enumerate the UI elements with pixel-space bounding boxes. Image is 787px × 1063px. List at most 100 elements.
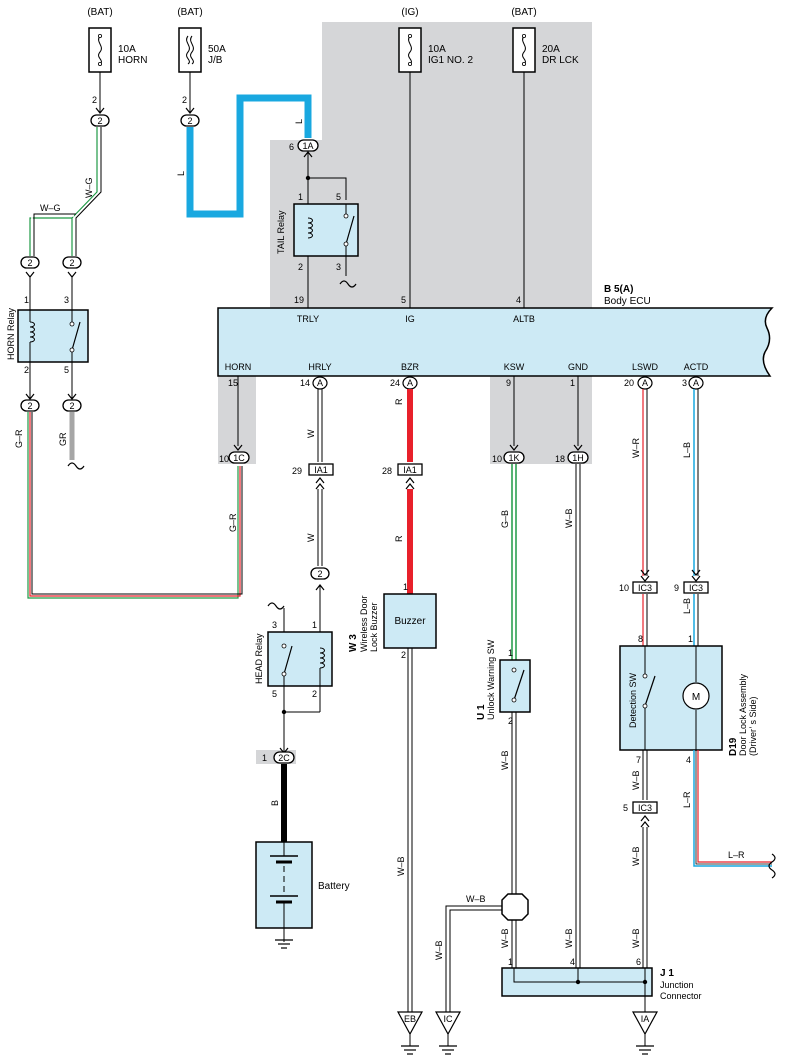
fuse-jb-rating: 50A [208,44,226,55]
pin-label: 5 [623,803,628,813]
pin-label: 7 [636,755,641,765]
unlock-warning-sw [499,659,531,713]
wire-label-l: L [176,171,186,176]
wire-g-r: G–R G–R [14,412,243,599]
wire-label-w-b: W–B [466,894,486,904]
wire-label-w-b: W–B [631,846,641,866]
fuse-jb: (BAT) 50A J/B [177,7,226,73]
wire-l-b: L–B IC3 9 L–B [674,389,709,646]
pin-label: 5 [336,192,341,202]
ecu-pin-ig: IG [405,314,415,324]
pin-label: 1 [24,295,29,305]
pin-label: 14 [300,378,310,388]
wire-label-w-b: W–B [434,940,444,960]
ecu-pin-altb: ALTB [513,314,535,324]
connector-label: IA1 [403,465,417,475]
junction-code: J 1 [660,968,674,979]
pin-label: 10 [219,454,229,464]
pin-label: 3 [272,620,277,630]
ecu-pin-hrly: HRLY [308,362,331,372]
connector-label: 2 [27,401,32,411]
pin-label: 1 [403,582,408,592]
connector-1c [228,451,250,464]
horn-relay-group: 2 2 HORN Relay 1 3 2 5 2 2 GR [6,256,89,470]
pin-label: 3 [336,262,341,272]
unlock-sw-code: U 1 [476,704,487,720]
wire-label-r: R [394,535,404,542]
wire-w-hrly: W IA1 29 W 2 [292,389,334,660]
pin-label: 28 [382,466,392,476]
ecu-pin-actd: ACTD [684,362,709,372]
wire-label-l: L [294,119,304,124]
fuse-drlck-name: DR LCK [542,55,579,66]
ecu-pin-horn: HORN [225,362,252,372]
door-lock-name: (Driver’ s Side) [748,696,758,756]
ecu-name: Body ECU [604,296,651,307]
buzzer [383,593,437,649]
wire-label-w-r: W–R [631,438,641,459]
door-lock-name: Door Lock Assembly [738,673,748,756]
wire-label-w-b: W–B [564,928,574,948]
wire-gnd: 1H 18 W–B W–B [555,376,589,968]
tail-relay [293,203,359,257]
wire-label-w-b: W–B [564,508,574,528]
pin-label: 3 [682,378,687,388]
fuse-ig1-source: (IG) [401,7,418,18]
connector-label: A [317,378,323,388]
head-relay-label: HEAD Relay [254,633,264,684]
fuse-ig1: (IG) 10A IG1 NO. 2 [398,7,473,73]
pin-label: 5 [272,689,277,699]
connector-label: A [693,378,699,388]
buzzer-group: Buzzer 1 2 W 3 Wireless Door Lock Buzzer… [348,582,437,1055]
fuse-drlck-rating: 20A [542,44,560,55]
ground-label-ic: IC [444,1014,454,1024]
wire-label-w-b: W–B [396,856,406,876]
ecu-pin-bzr: BZR [401,362,420,372]
fuse-jb-name: J/B [208,55,223,66]
connector-label: 2C [278,753,290,763]
ecu-pin-ksw: KSW [504,362,525,372]
junction-connector: 1 4 6 J 1 Junction Connector IA [501,957,702,1055]
fuse-horn-source: (BAT) [87,7,112,18]
pin-label: 4 [570,957,575,967]
unlock-sw-group: 1 2 U 1 Unlock Warning SW W–B [476,639,531,894]
shade-ksw-gnd [490,376,592,464]
connector-label: 2 [317,569,322,579]
connector-label: A [642,378,648,388]
connector-ic3 [632,581,658,594]
wire-w-g: W–G W–G [29,127,102,256]
wire-horn-fuse: 2 2 [90,72,110,127]
ecu-pin-gnd: GND [568,362,589,372]
wire-label-w-g: W–G [84,177,94,198]
wire-l-r: L–R L–R [682,750,776,879]
connector-label: IC3 [638,803,652,813]
body-ecu: B 5(A) Body ECU 19 TRLY 5 IG 4 ALTB HORN… [217,284,774,377]
door-lock-assembly: 8 1 7 4 Detection SW M D19 Door Lock Ass… [619,634,758,765]
junction-name: Junction [660,980,694,990]
tail-relay-label: TAIL Relay [276,210,286,254]
shade-horn [218,376,256,464]
detection-sw-label: Detection SW [628,672,638,728]
connector-ia1 [397,463,423,476]
pin-label: 29 [292,466,302,476]
connector-label: 2 [27,258,32,268]
pin-label: 15 [228,378,238,388]
ground-label-eb: EB [404,1014,416,1024]
pin-label: 4 [686,755,691,765]
pin-label: 2 [24,365,29,375]
wire-l-blue: 2 2 L L [176,72,312,218]
ecu-code: B 5(A) [604,284,633,295]
connector-2-horn [90,114,110,127]
wire-label-g-r: G–R [228,513,238,532]
connector-a [637,376,653,390]
connector-label: 2 [69,258,74,268]
wire-label-w-b: W–B [500,928,510,948]
connector-a [312,376,328,390]
pin-label: 1 [312,620,317,630]
connector-label: 2 [97,116,102,126]
ecu-pin-trly: TRLY [297,314,319,324]
head-relay-group: HEAD Relay 3 1 5 2 2C 1 B [254,602,333,842]
wire-label-g-b: G–B [500,510,510,528]
wire-label-w-g: W–G [40,203,61,213]
